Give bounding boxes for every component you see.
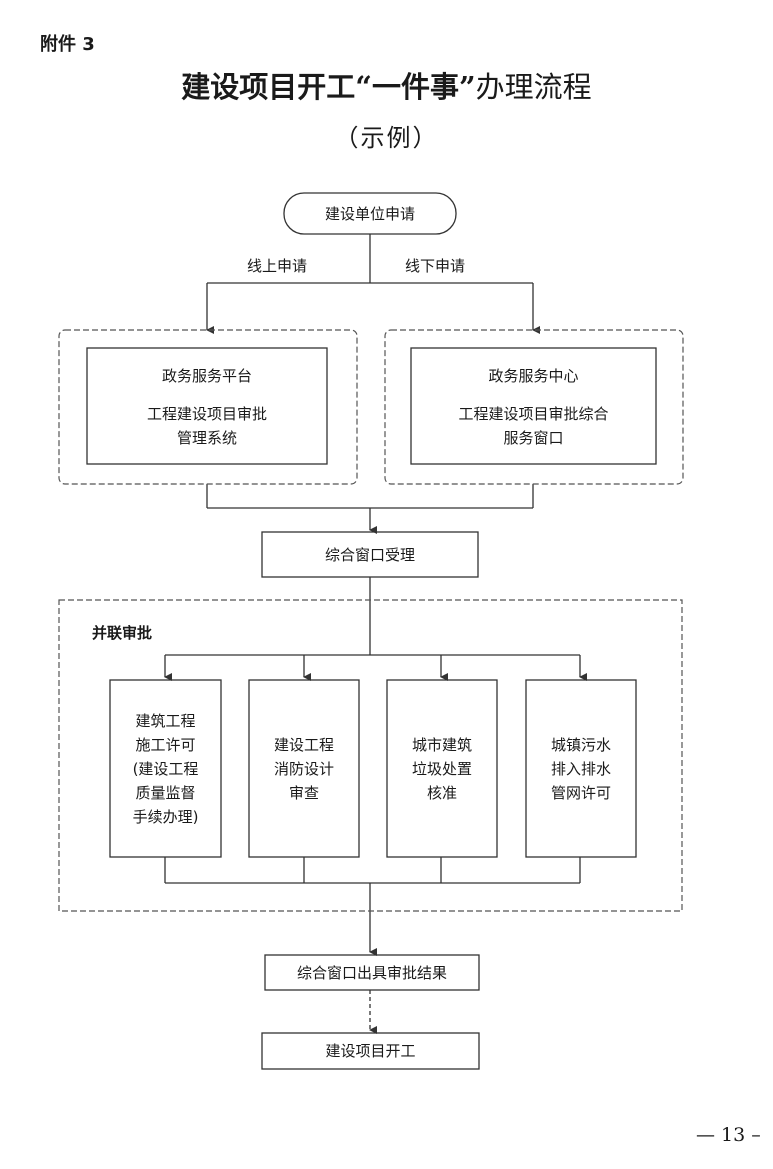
offline-box-shape [410, 347, 657, 465]
start-node-shape [283, 192, 457, 235]
parallel-item-line: 建设工程 [273, 735, 334, 754]
parallel-container [58, 599, 683, 912]
parallel-item-fire-design-review: 建设工程 消防设计 审查 [249, 680, 359, 857]
online-box-line2: 工程建设项目审批 [146, 405, 267, 423]
end-box-shape [261, 1032, 480, 1070]
branch-offline-label: 线下申请 [405, 257, 466, 275]
online-box-line3: 管理系统 [176, 429, 237, 447]
title-regular-part: 办理流程 [475, 70, 592, 104]
online-box-line1: 政务服务平台 [161, 367, 252, 385]
parallel-box-3-shape [386, 679, 498, 858]
offline-box-line3: 服务窗口 [503, 429, 564, 447]
parallel-item-line: 质量监督 [135, 783, 196, 802]
parallel-item-line: 核准 [426, 783, 457, 802]
page-title: 建设项目开工“一件事”办理流程 [0, 64, 773, 106]
parallel-item-line: 排入排水 [550, 759, 611, 778]
parallel-item-line: (建设工程 [132, 759, 199, 778]
parallel-item-line: 垃圾处置 [411, 759, 472, 778]
parallel-item-line: 消防设计 [273, 759, 334, 778]
parallel-item-construction-permit: 建筑工程 施工许可 (建设工程 质量监督 手续办理) [110, 680, 221, 857]
accept-node: 综合窗口受理 [262, 532, 478, 577]
result-node-label: 综合窗口出具审批结果 [296, 963, 447, 982]
parallel-item-sewage-permit: 城镇污水 排入排水 管网许可 [526, 680, 636, 857]
parallel-item-line: 管网许可 [550, 783, 611, 802]
end-node-label: 建设项目开工 [325, 1042, 416, 1060]
online-container [58, 329, 358, 485]
parallel-item-line: 施工许可 [135, 735, 196, 754]
page-number: — 13 – [696, 1124, 761, 1146]
start-node-label: 建设单位申请 [324, 204, 415, 223]
offline-container [384, 329, 684, 485]
offline-box-line1: 政务服务中心 [488, 367, 579, 385]
parallel-item-line: 审查 [288, 783, 319, 802]
result-node: 综合窗口出具审批结果 [265, 955, 479, 990]
parallel-item-line: 手续办理) [132, 807, 199, 826]
end-node: 建设项目开工 [262, 1033, 479, 1069]
online-box: 政务服务平台 工程建设项目审批 管理系统 [87, 364, 327, 450]
parallel-box-1-shape [109, 679, 222, 858]
page-subtitle: （示例） [334, 124, 439, 152]
offline-box: 政务服务中心 工程建设项目审批综合 服务窗口 [411, 364, 656, 450]
title-bold-part: 建设项目开工“一件事” [181, 70, 476, 104]
parallel-item-waste-disposal: 城市建筑 垃圾处置 核准 [387, 680, 497, 857]
attachment-label: 附件 3 [40, 34, 95, 55]
parallel-item-line: 城镇污水 [550, 735, 611, 754]
parallel-box-2-shape [248, 679, 360, 858]
parallel-item-line: 城市建筑 [411, 735, 472, 754]
result-box-shape [264, 954, 480, 991]
online-box-shape [86, 347, 328, 465]
branch-online-label: 线上申请 [247, 257, 308, 275]
parallel-approval-label: 并联审批 [92, 624, 153, 642]
offline-box-line2: 工程建设项目审批综合 [458, 405, 609, 423]
accept-box-shape [261, 531, 479, 578]
start-node: 建设单位申请 [284, 193, 456, 234]
accept-node-label: 综合窗口受理 [324, 545, 415, 564]
parallel-item-line: 建筑工程 [135, 711, 196, 730]
parallel-box-4-shape [525, 679, 637, 858]
